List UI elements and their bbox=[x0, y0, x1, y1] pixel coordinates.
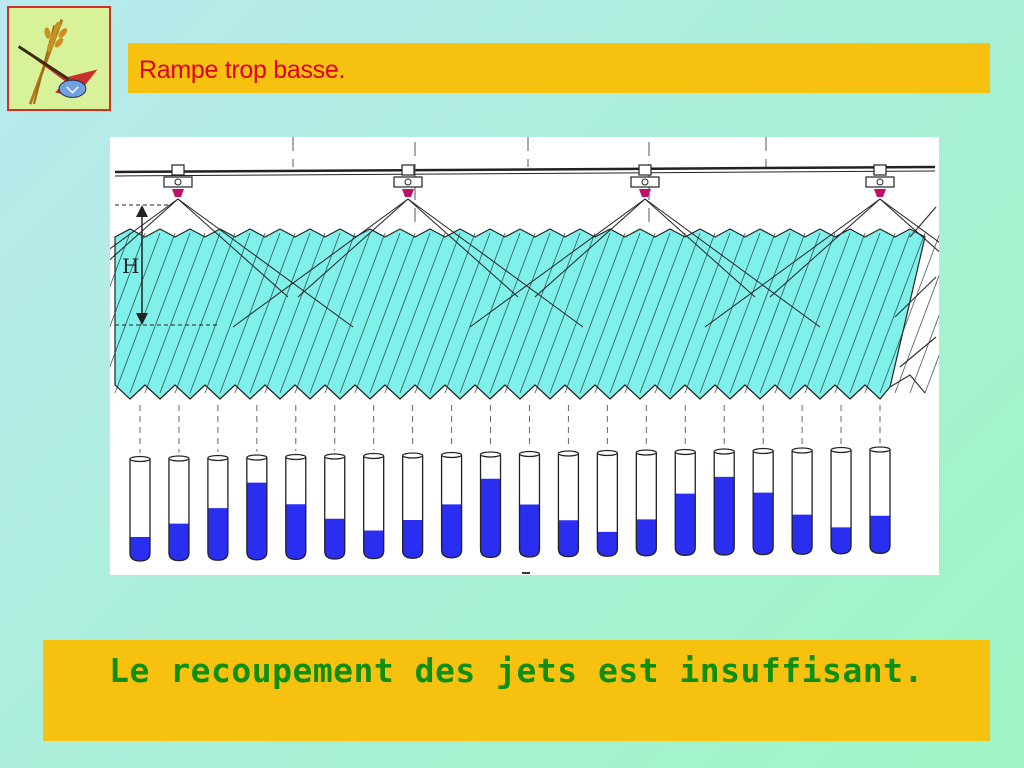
spray-nozzle-icon bbox=[393, 164, 423, 197]
boom-bar bbox=[114, 165, 936, 174]
collection-tube bbox=[479, 405, 502, 559]
height-label: H bbox=[122, 254, 139, 278]
spray-nozzle-icon bbox=[630, 164, 660, 197]
tube-liquid-level bbox=[675, 493, 696, 556]
spray-nozzle-icon bbox=[163, 164, 193, 197]
tube-liquid-level bbox=[831, 527, 852, 554]
collection-tube bbox=[246, 405, 268, 561]
spray-boom-diagram: H bbox=[110, 137, 939, 575]
tube-liquid-level bbox=[636, 519, 657, 556]
tube-liquid-level bbox=[168, 523, 189, 561]
tube-liquid-level bbox=[363, 530, 384, 559]
collection-tube bbox=[401, 405, 424, 559]
collection-tube bbox=[557, 405, 580, 558]
collection-tube bbox=[518, 405, 541, 558]
tube-liquid-level bbox=[480, 478, 501, 558]
spray-diagram-svg: H bbox=[110, 137, 939, 574]
height-dimension: H bbox=[115, 204, 220, 326]
tube-liquid-level bbox=[558, 520, 579, 557]
tube-liquid-level bbox=[246, 482, 267, 560]
collection-tube bbox=[168, 405, 190, 562]
collection-tube bbox=[596, 405, 619, 557]
collection-tube bbox=[635, 405, 657, 557]
collection-tube bbox=[752, 405, 774, 556]
tube-liquid-level bbox=[207, 508, 228, 561]
collection-tube bbox=[791, 405, 813, 555]
tube-liquid-level bbox=[714, 476, 735, 555]
tube-liquid-level bbox=[130, 537, 150, 561]
slide-title-bar: Rampe trop basse. bbox=[128, 43, 990, 93]
tube-liquid-level bbox=[402, 519, 423, 559]
tube-liquid-level bbox=[792, 514, 813, 555]
tube-liquid-level bbox=[324, 518, 345, 559]
collection-tube bbox=[129, 405, 151, 562]
spray-cone bbox=[704, 198, 939, 328]
tube-liquid-level bbox=[597, 531, 618, 557]
tube-liquid-level bbox=[441, 504, 462, 558]
tube-liquid-level bbox=[870, 515, 890, 554]
spray-cone bbox=[110, 198, 354, 328]
collection-tube bbox=[207, 405, 229, 561]
collection-tube bbox=[363, 405, 385, 560]
slide-title: Rampe trop basse. bbox=[139, 56, 346, 84]
spray-cone bbox=[232, 198, 584, 328]
collection-tube bbox=[674, 405, 696, 557]
spray-nozzle-icon bbox=[865, 164, 895, 197]
wheat-plough-logo-icon bbox=[7, 6, 111, 111]
collection-tube bbox=[285, 405, 307, 561]
caption-bar: Le recoupement des jets est insuffisant. bbox=[43, 640, 990, 741]
tube-liquid-level bbox=[519, 504, 540, 557]
collection-tube bbox=[830, 405, 852, 555]
collection-tube bbox=[713, 405, 735, 556]
collection-tube bbox=[324, 405, 346, 560]
collection-tube bbox=[869, 405, 891, 555]
spray-cone bbox=[469, 198, 821, 328]
collection-tube bbox=[440, 405, 463, 559]
tube-liquid-level bbox=[753, 492, 774, 555]
slide-caption: Le recoupement des jets est insuffisant. bbox=[109, 651, 924, 690]
tube-liquid-level bbox=[285, 504, 306, 560]
